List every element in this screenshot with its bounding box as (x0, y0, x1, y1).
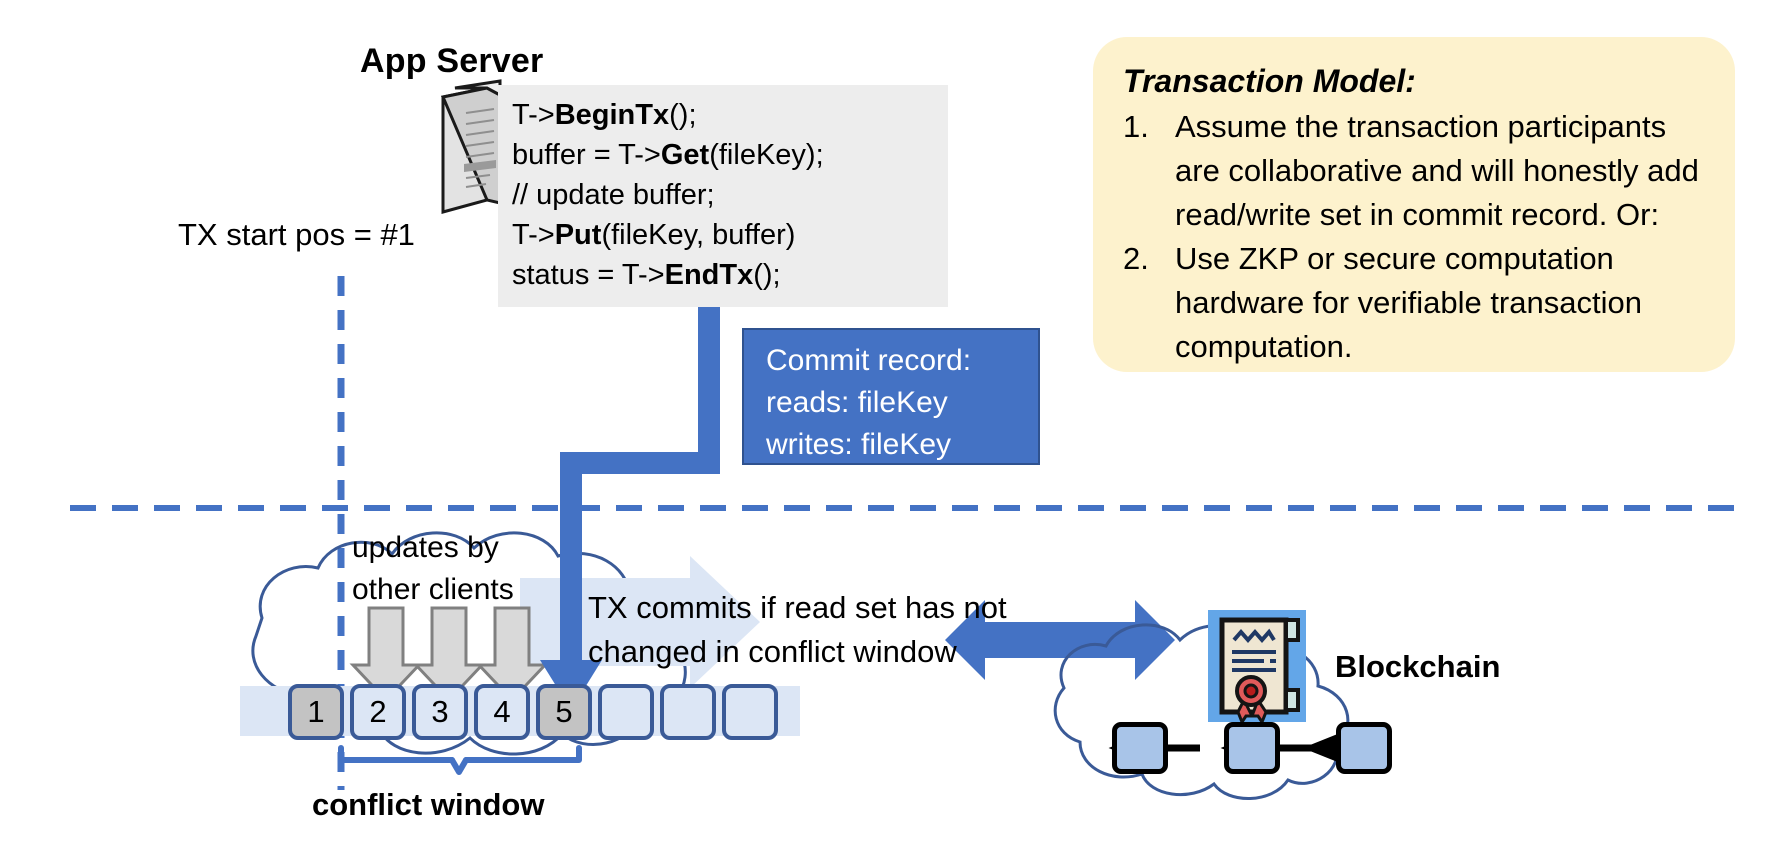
log-cell[interactable]: 5 (536, 684, 592, 740)
updates-by-other-clients-label: updates by other clients (352, 527, 514, 611)
list-marker: 1. (1123, 109, 1149, 144)
transaction-model-item: 2. Use ZKP or secure computation hardwar… (1123, 237, 1709, 369)
commit-record-line: Commit record: (766, 344, 972, 377)
app-server-title: App Server (360, 42, 544, 80)
conflict-window-bracket (338, 745, 582, 775)
log-cell[interactable]: 3 (412, 684, 468, 740)
list-text: Use ZKP or secure computation hardware f… (1175, 241, 1642, 364)
log-cell[interactable] (722, 684, 778, 740)
list-marker: 2. (1123, 241, 1149, 276)
conflict-window-label: conflict window (312, 787, 545, 822)
tx-commits-condition-label: TX commits if read set has not changed i… (588, 586, 1007, 674)
code-line: T->Put(fileKey, buffer) (512, 215, 936, 255)
list-text: Assume the transaction participants are … (1175, 109, 1699, 232)
blockchain-block[interactable] (1224, 722, 1280, 774)
code-text: (fileKey); (709, 139, 824, 171)
log-cell-label: 3 (431, 694, 449, 729)
commit-record-line: reads: fileKey (766, 386, 948, 419)
code-text: (); (669, 99, 697, 131)
log-cell-label: 2 (369, 694, 387, 729)
code-api-name: EndTx (664, 259, 754, 291)
transaction-model-box: Transaction Model: 1. Assume the transac… (1093, 37, 1735, 372)
code-text: buffer = T-> (512, 139, 661, 171)
code-text: (); (753, 259, 781, 291)
code-line: buffer = T->Get(fileKey); (512, 135, 936, 175)
transaction-model-title: Transaction Model: (1123, 63, 1416, 99)
blockchain-cloud (1053, 623, 1350, 800)
commits-label-line2: changed in conflict window (588, 634, 957, 669)
log-cell[interactable] (660, 684, 716, 740)
blockchain-label: Blockchain (1335, 649, 1501, 684)
log-cell[interactable] (598, 684, 654, 740)
transaction-model-item: 1. Assume the transaction participants a… (1123, 105, 1709, 237)
updates-label-line2: other clients (352, 573, 514, 606)
code-line: T->BeginTx(); (512, 95, 936, 135)
code-text: T-> (512, 219, 555, 251)
code-text: (fileKey, buffer) (601, 219, 796, 251)
code-api-name: Get (660, 139, 710, 171)
code-text: // update buffer; (512, 179, 715, 211)
commit-record-box: Commit record: reads: fileKey writes: fi… (742, 328, 1040, 465)
log-cell-label: 1 (307, 694, 325, 729)
log-cell[interactable]: 4 (474, 684, 530, 740)
code-line: status = T->EndTx(); (512, 255, 936, 295)
updates-label-line1: updates by (352, 531, 499, 564)
blockchain-block[interactable] (1112, 722, 1168, 774)
log-cell[interactable]: 1 (288, 684, 344, 740)
code-api-name: Put (554, 219, 602, 251)
log-cell[interactable]: 2 (350, 684, 406, 740)
tx-start-position-label: TX start pos = #1 (178, 217, 415, 252)
code-text: T-> (512, 99, 555, 131)
code-line: // update buffer; (512, 175, 936, 215)
commits-label-line1: TX commits if read set has not (588, 590, 1007, 625)
log-cell-label: 5 (555, 694, 573, 729)
server-tower-icon (440, 79, 502, 214)
log-cell-label: 4 (493, 694, 511, 729)
transaction-code-block: T->BeginTx();buffer = T->Get(fileKey);//… (498, 85, 948, 307)
blockchain-block[interactable] (1336, 722, 1392, 774)
code-text: status = T-> (512, 259, 665, 291)
commit-record-line: writes: fileKey (766, 428, 952, 461)
code-api-name: BeginTx (554, 99, 670, 131)
certificate-scroll-icon (1208, 610, 1306, 726)
